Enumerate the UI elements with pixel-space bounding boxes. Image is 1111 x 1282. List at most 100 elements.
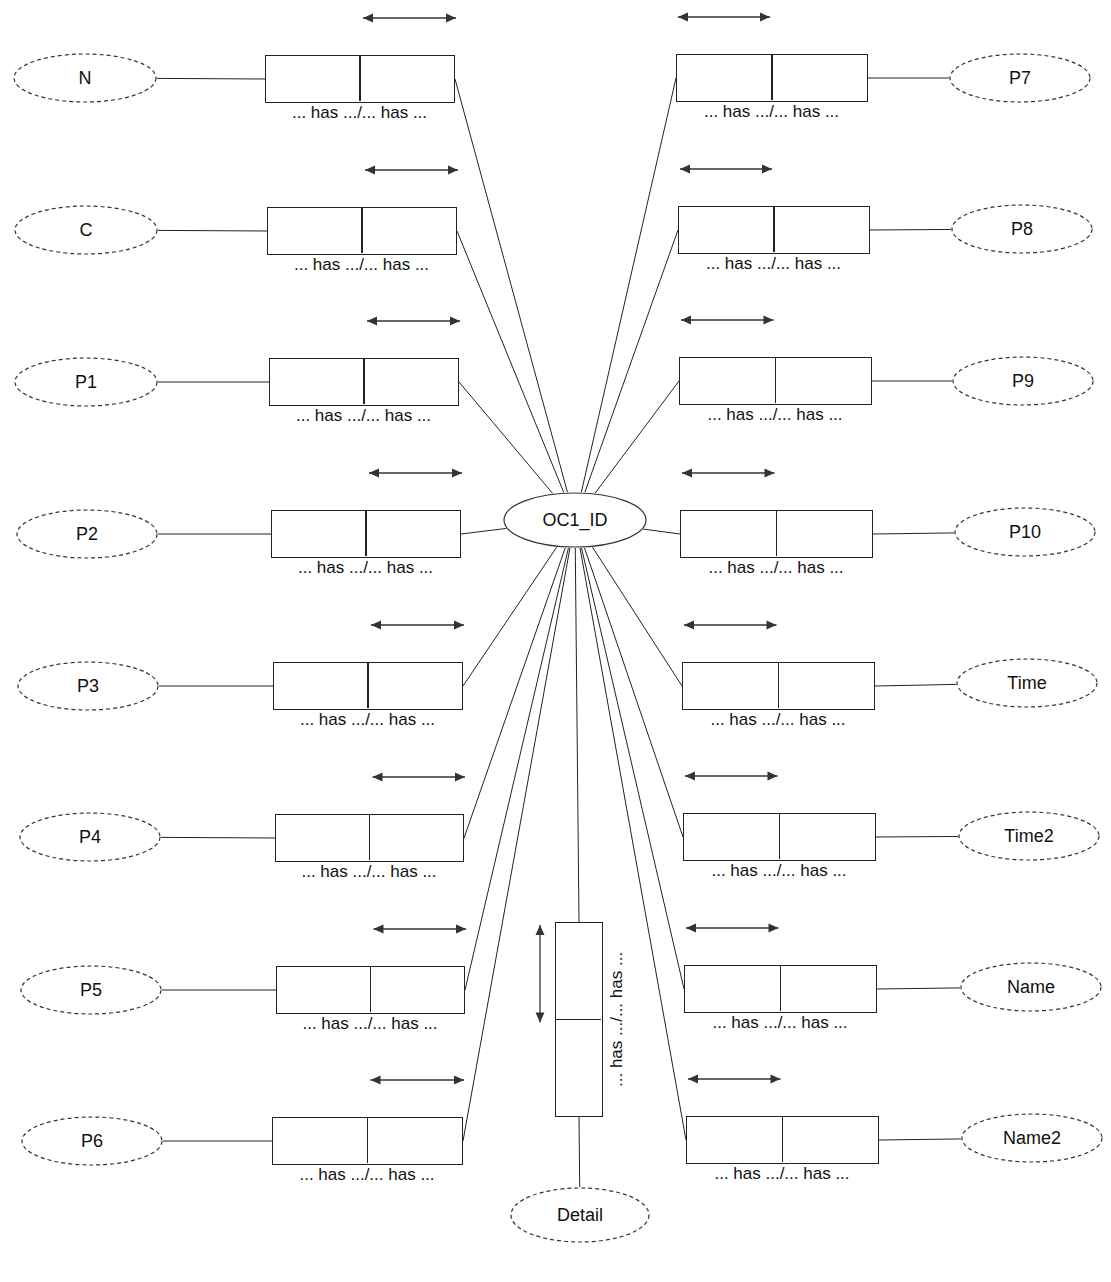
role-box: ... has .../... has ... [683, 813, 876, 861]
object-ellipse: P8 [951, 204, 1093, 254]
role-label: ... has .../... has ... [710, 710, 845, 730]
object-label: P4 [79, 826, 101, 848]
role-box: ... has .../... has ... [682, 662, 875, 710]
connector-line [872, 381, 952, 382]
connector-line [159, 686, 273, 687]
uniqueness-arrow [369, 472, 462, 473]
uniqueness-arrow [680, 168, 772, 169]
object-label: P9 [1012, 370, 1034, 392]
role-box: ... has .../... has ... [686, 1116, 879, 1164]
connector-line [459, 382, 553, 493]
role-divider [556, 1019, 601, 1021]
object-label: P1 [75, 371, 97, 393]
connector-line [643, 529, 680, 534]
connector-line [464, 548, 565, 838]
connector-line [163, 1141, 272, 1142]
ellipse-shape [950, 54, 1090, 102]
ellipse-shape [511, 1188, 649, 1242]
role-divider [359, 56, 361, 101]
object-label: P3 [77, 675, 99, 697]
role-divider [776, 511, 778, 556]
ellipse-shape [21, 966, 161, 1014]
ellipse-shape [20, 813, 160, 861]
role-divider [369, 815, 371, 860]
uniqueness-arrow [678, 16, 770, 17]
uniqueness-arrow [684, 624, 777, 625]
connector-line [873, 533, 954, 534]
role-box: ... has .../... has ... [273, 662, 463, 710]
role-divider [365, 511, 367, 556]
entity-ellipse: OC1_ID [503, 492, 647, 548]
object-label: P8 [1011, 218, 1033, 240]
connector-line [870, 229, 951, 231]
connector-line [879, 1139, 961, 1140]
object-label: Time [1007, 672, 1046, 694]
role-divider [780, 966, 782, 1011]
role-box: ... has .../... has ... [680, 510, 873, 558]
role-box: ... has .../... has ... [267, 207, 457, 255]
object-label: C [80, 219, 93, 241]
ellipse-shape [14, 54, 156, 102]
role-box: ... has .../... has ... [276, 966, 465, 1014]
connector-line [162, 990, 276, 991]
ellipse-shape [955, 508, 1095, 556]
connector-line [465, 548, 568, 990]
connector-line [457, 231, 564, 492]
connector-line [161, 837, 275, 839]
uniqueness-arrow [371, 624, 464, 625]
role-box: ... has .../... has ... [555, 922, 603, 1117]
object-ellipse: P1 [14, 357, 158, 407]
role-box: ... has .../... has ... [275, 814, 464, 862]
role-divider [361, 208, 363, 253]
object-ellipse: P10 [954, 507, 1096, 557]
object-ellipse: P2 [16, 509, 158, 559]
connector-line [158, 382, 269, 383]
role-label: ... has .../... has ... [708, 558, 843, 578]
role-divider [778, 663, 780, 708]
role-label: ... has .../... has ... [711, 861, 846, 881]
ellipse-shape [957, 659, 1097, 707]
role-box: ... has .../... has ... [269, 358, 459, 406]
object-label: Detail [557, 1204, 603, 1226]
role-label: ... has .../... has ... [298, 558, 433, 578]
ellipse-shape [22, 1117, 162, 1165]
uniqueness-arrow [539, 925, 540, 1023]
ellipse-shape [952, 205, 1092, 253]
object-ellipse: Time [956, 658, 1098, 708]
object-label: P7 [1009, 67, 1031, 89]
uniqueness-arrow [367, 320, 460, 321]
uniqueness-arrow [363, 17, 456, 18]
ellipse-shape [15, 206, 157, 254]
role-label: ... has .../... has ... [299, 1165, 434, 1185]
role-divider [367, 1118, 369, 1163]
uniqueness-arrow [686, 927, 779, 928]
role-label: ... has .../... has ... [707, 405, 842, 425]
role-box: ... has .../... has ... [678, 206, 870, 254]
role-label: ... has .../... has ... [714, 1164, 849, 1184]
role-box: ... has .../... has ... [271, 510, 461, 558]
connector-line [584, 548, 683, 837]
object-ellipse: P9 [952, 356, 1094, 406]
uniqueness-arrow [371, 1079, 465, 1080]
connector-line [581, 78, 676, 492]
connector-line [579, 1117, 581, 1187]
role-divider [370, 967, 372, 1012]
object-label: OC1_ID [542, 509, 607, 531]
object-ellipse: Name2 [961, 1113, 1103, 1163]
object-label: Name2 [1003, 1127, 1061, 1149]
uniqueness-arrow [681, 319, 774, 320]
ellipse-shape [959, 812, 1099, 860]
role-box: ... has .../... has ... [676, 54, 868, 102]
uniqueness-arrow [682, 472, 775, 473]
role-label: ... has .../... has ... [704, 102, 839, 122]
connector-line [595, 381, 679, 493]
role-label: ... has .../... has ... [301, 862, 436, 882]
connector-line [158, 534, 271, 535]
object-label: N [79, 67, 92, 89]
ellipse-shape [962, 1114, 1102, 1162]
connector-line [585, 230, 678, 492]
object-label: Name [1007, 976, 1055, 998]
connector-line [158, 230, 267, 232]
object-label: P2 [76, 523, 98, 545]
